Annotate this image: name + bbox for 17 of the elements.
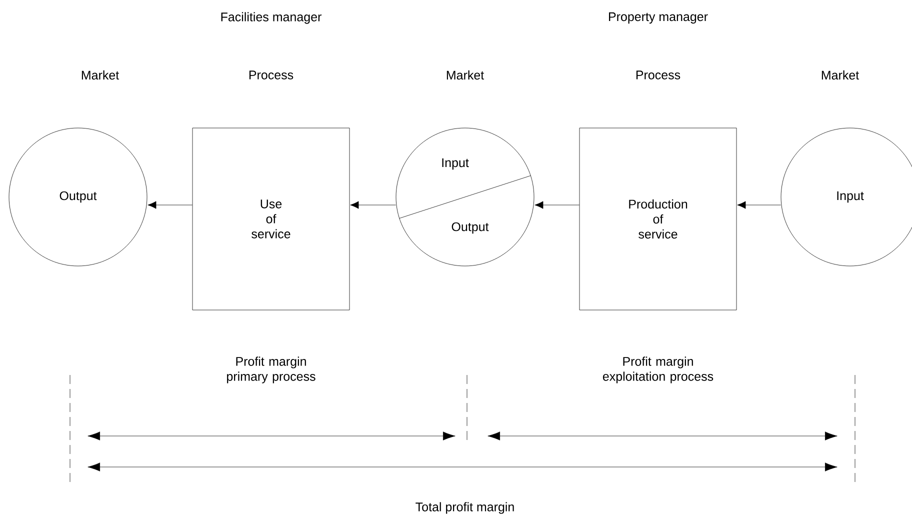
arrow (148, 201, 192, 209)
label: Market (446, 70, 484, 80)
label: Market (82, 70, 120, 80)
process-box: Use of service (192, 128, 350, 310)
arrow (350, 201, 396, 209)
arrow (534, 201, 580, 209)
label: Process (636, 70, 680, 80)
label: Process (249, 70, 294, 80)
label: Profit margin exploitation process (602, 356, 714, 384)
circle-node: Output (8, 128, 148, 266)
arrow (737, 201, 781, 209)
label: Market (822, 70, 860, 80)
label: Total profit margin (416, 502, 514, 514)
label: Profit margin primary process (227, 356, 316, 384)
process-box: Production of service (579, 128, 737, 310)
label: Facilities manager (221, 12, 322, 24)
label: Property manager (609, 12, 708, 24)
